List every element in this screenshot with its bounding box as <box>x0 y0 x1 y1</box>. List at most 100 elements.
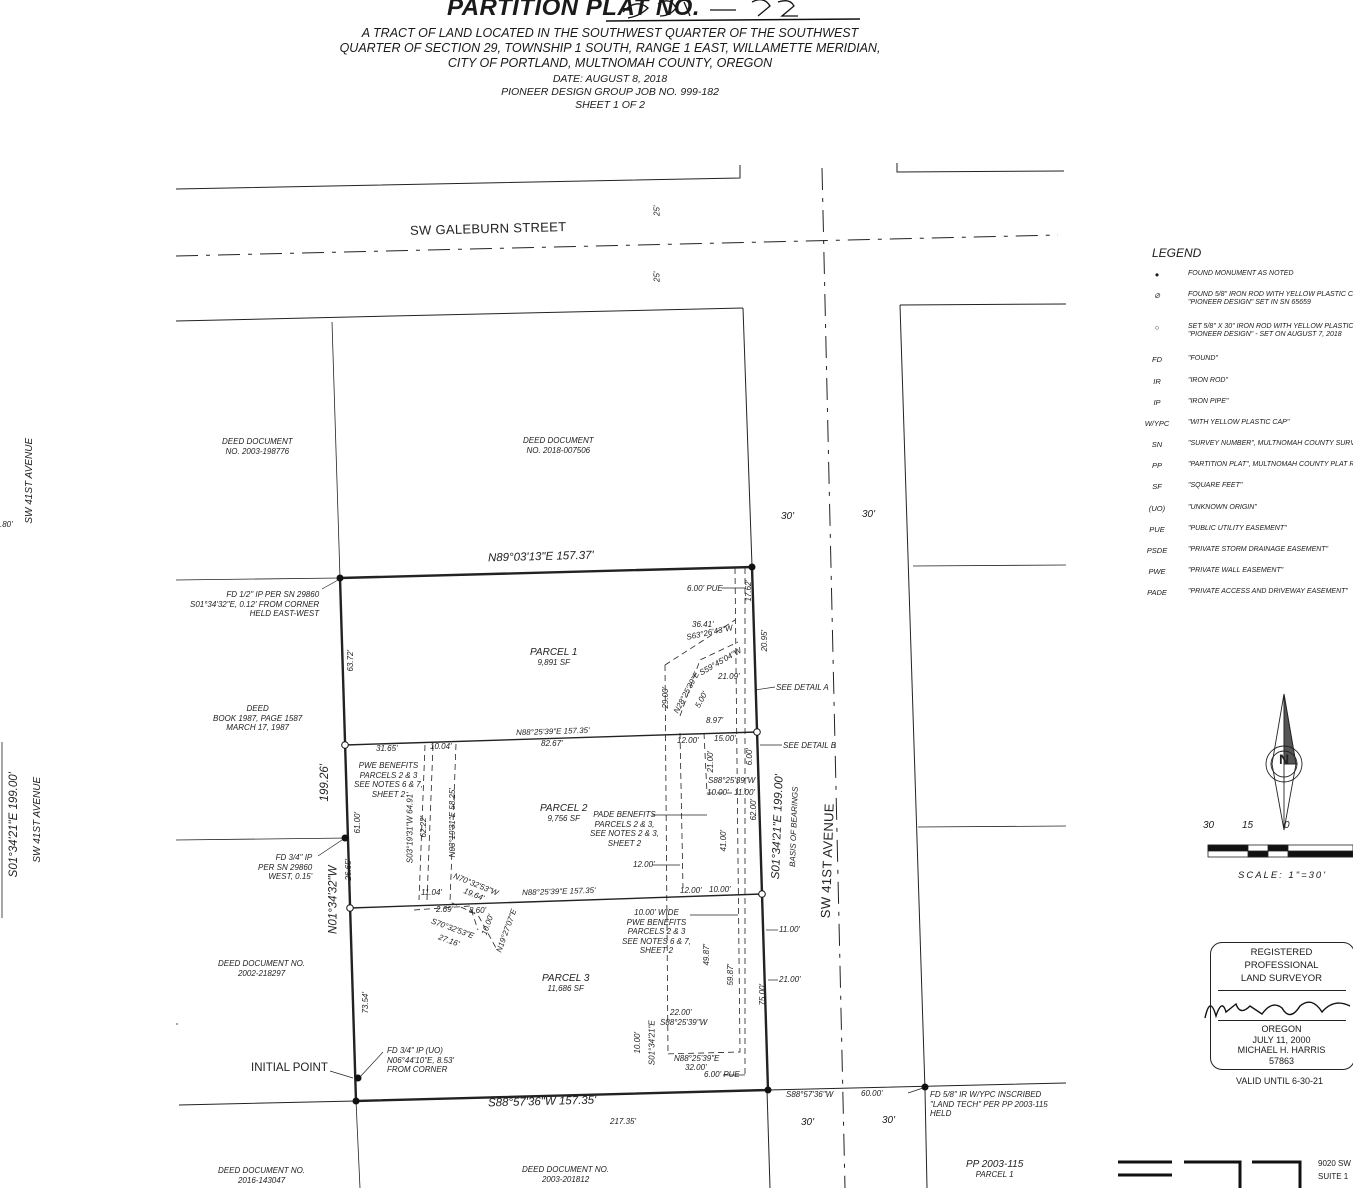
legend-text: "SURVEY NUMBER", MULTNOMAH COUNTY SURVE <box>1188 440 1353 447</box>
dim-1100a: 11.00' <box>734 788 755 797</box>
legend-symbol: PSDE <box>1146 546 1168 555</box>
seg-w3: 26.65' <box>344 858 354 881</box>
deed-s2: DEED DOCUMENT NO.2003-201812 <box>522 1165 610 1184</box>
legend-text: "FOUND" <box>1188 355 1218 362</box>
dim-1000c: 10.00' <box>709 885 731 894</box>
legend-item: IP "IRON PIPE" <box>1140 398 1353 418</box>
dim-1200b: 12.00' <box>633 860 655 869</box>
legend-item: (UO) "UNKNOWN ORIGIN" <box>1140 504 1353 524</box>
dim-s01: S01°34'21"E <box>647 1020 657 1066</box>
dim-3165: 31.65' <box>376 744 398 753</box>
legend-item: ⊘ FOUND 5/8" IRON ROD WITH YELLOW PLASTIC… <box>1140 291 1353 311</box>
initial-point: INITIAL POINT <box>251 1062 328 1074</box>
left-clip: .80' <box>0 520 13 529</box>
seg-e1: 17.62' <box>744 579 754 602</box>
dim-1500: 15.00' <box>714 734 736 743</box>
legend-text: FOUND 5/8" IRON ROD WITH YELLOW PLASTIC … <box>1188 291 1353 306</box>
legend-symbol: PADE <box>1147 588 1167 597</box>
seg-e2: 20.95' <box>760 629 770 652</box>
legend-symbol: PUE <box>1149 525 1165 534</box>
address-line-2: SUITE 1 <box>1318 1172 1349 1181</box>
legend-symbol: (UO) <box>1148 504 1166 513</box>
dim-s88b: S88°25'39"W <box>660 1018 708 1027</box>
dim-1200a: 12.00' <box>677 736 699 745</box>
dim-860: 8.60' <box>469 906 487 915</box>
west-total: 199.26' <box>318 764 331 802</box>
legend-text: "PRIVATE ACCESS AND DRIVEWAY EASEMENT" <box>1188 588 1348 595</box>
plat-date: DATE: AUGUST 8, 2018 <box>552 73 668 85</box>
dim-n88: N88°25'39"E <box>674 1054 720 1063</box>
north-arrow-icon <box>1265 693 1303 831</box>
legend-text: "UNKNOWN ORIGIN" <box>1188 504 1257 511</box>
seg-e4: 75.00' <box>758 983 768 1006</box>
stamp-valid-until: VALID UNTIL 6-30-21 <box>1236 1076 1324 1086</box>
legend-symbol: SF <box>1152 482 1162 491</box>
dim-1000a: 10.00' <box>707 788 729 797</box>
dim-897: 8.97' <box>706 716 724 725</box>
line-parcel1-2 <box>344 731 758 746</box>
seg-e3: 62.00' <box>749 798 759 821</box>
left-bearing: S01°34'21"E 199.00' <box>7 772 20 878</box>
sw41-centerline <box>821 167 846 1188</box>
legend-item: PUE"PUBLIC UTILITY EASEMENT" <box>1140 525 1353 545</box>
dim-1000d: 10.00' <box>633 1031 643 1054</box>
north-letter: N <box>1279 751 1290 767</box>
dim-2100a: 21.00' <box>706 750 716 773</box>
sw41-width-west: 30' <box>781 511 795 522</box>
address-line-1: 9020 SW <box>1318 1159 1351 1168</box>
seg-w2: 61.00' <box>353 811 363 834</box>
dim-1004: 10.04' <box>430 742 452 751</box>
legend-item: SF "SQUARE FEET" <box>1140 482 1353 502</box>
stamp-border <box>1210 942 1353 1070</box>
sw41-width-east-bottom: 30' <box>882 1115 896 1126</box>
dim-1104: 11.04' <box>421 888 442 897</box>
sheet-number: SHEET 1 OF 2 <box>575 99 645 111</box>
west-bearing: N01°34'32"W <box>327 865 340 934</box>
legend-item: W/YPC"WITH YELLOW PLASTIC CAP" <box>1140 419 1353 439</box>
legend-title: LEGEND <box>1152 246 1202 260</box>
scale-bar <box>1207 844 1353 858</box>
dim-1100b: 11.00' <box>779 925 800 934</box>
dim-1200c: 12.00' <box>680 886 702 895</box>
legend-text: "WITH YELLOW PLASTIC CAP" <box>1188 419 1290 426</box>
scale-0: 0 <box>1284 820 1290 831</box>
line-parcel2-3 <box>349 893 763 909</box>
scale-30: 30 <box>1203 820 1215 831</box>
handwritten-plat-number <box>622 0 798 19</box>
legend-item: FD "FOUND" <box>1140 355 1353 375</box>
south-total: 217.35' <box>610 1117 636 1126</box>
legend-item: PWE"PRIVATE WALL EASEMENT" <box>1140 567 1353 587</box>
monument-se: FD 5/8" IR W/YPC INSCRIBED"LAND TECH" PE… <box>930 1090 1048 1118</box>
company-logo <box>1118 1160 1302 1188</box>
legend-symbol: FD <box>1152 355 1162 364</box>
left-street-2: SW 41ST AVENUE <box>32 776 44 863</box>
legend-item: PP"PARTITION PLAT", MULTNOMAH COUNTY PLA… <box>1140 461 1353 481</box>
legend-item: ○SET 5/8" X 30" IRON ROD WITH YELLOW PLA… <box>1140 323 1353 343</box>
legend-text: "PRIVATE WALL EASEMENT" <box>1188 567 1284 574</box>
legend-item: PSDE"PRIVATE STORM DRAINAGE EASEMENT" <box>1140 546 1353 566</box>
deed-s1: DEED DOCUMENT NO.2016-143047 <box>218 1166 306 1185</box>
legend-symbol: IR <box>1153 377 1161 386</box>
dim-4100: 41.00' <box>719 829 729 852</box>
legend-symbol: ⊘ <box>1153 291 1161 300</box>
legend-text: "SQUARE FEET" <box>1188 482 1243 489</box>
line-12-part: 82.67' <box>541 739 563 748</box>
street-galeburn: SW GALEBURN STREET <box>409 219 567 238</box>
seg-w4: 73.54' <box>361 991 371 1014</box>
deed-sw: DEED DOCUMENT NO.2002-218297 <box>218 959 306 978</box>
dim-2109: 21.09' <box>718 672 740 681</box>
legend-item: PADE "PRIVATE ACCESS AND DRIVEWAY EASEMEN… <box>1140 588 1353 608</box>
dim-3641: 36.41' <box>692 620 714 629</box>
legend-text: "PARTITION PLAT", MULTNOMAH COUNTY PLAT … <box>1188 461 1353 468</box>
legend-item: ●FOUND MONUMENT AS NOTED <box>1140 270 1353 290</box>
galeburn-north-row <box>175 165 741 190</box>
legend-symbol: IP <box>1153 398 1161 407</box>
pue-bot: 6.00' PUE <box>704 1070 740 1079</box>
legend-text: "IRON PIPE" <box>1188 398 1229 405</box>
